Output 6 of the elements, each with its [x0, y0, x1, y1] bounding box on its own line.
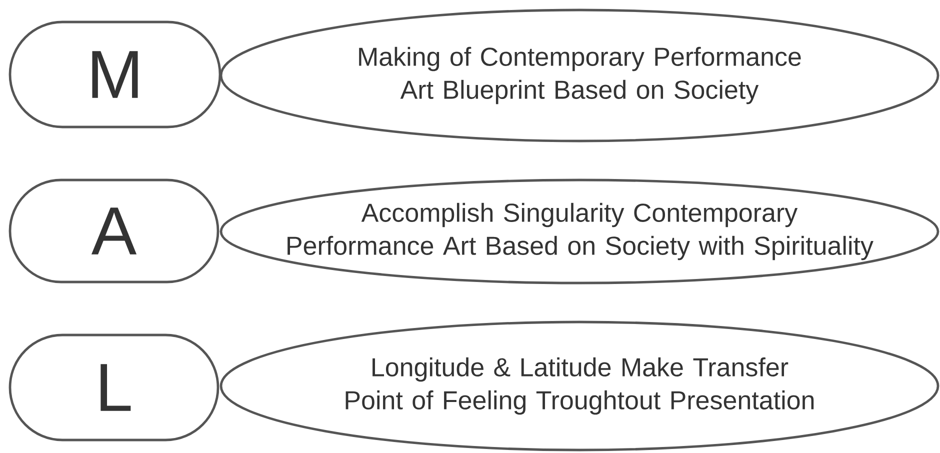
letter-box: M	[8, 20, 222, 128]
description-oval: Longitude & Latitude Make Transfer Point of Feeling Troughtout Presentation	[220, 320, 940, 452]
description-oval: Making of Contemporary Performance Art Blueprint Based on Society	[220, 8, 940, 142]
description-oval: Accomplish Singularity Contemporary Performance Art Based on Society with Spirituality	[220, 178, 940, 284]
letter-box: A	[8, 178, 220, 284]
letter-box: L	[8, 334, 220, 442]
